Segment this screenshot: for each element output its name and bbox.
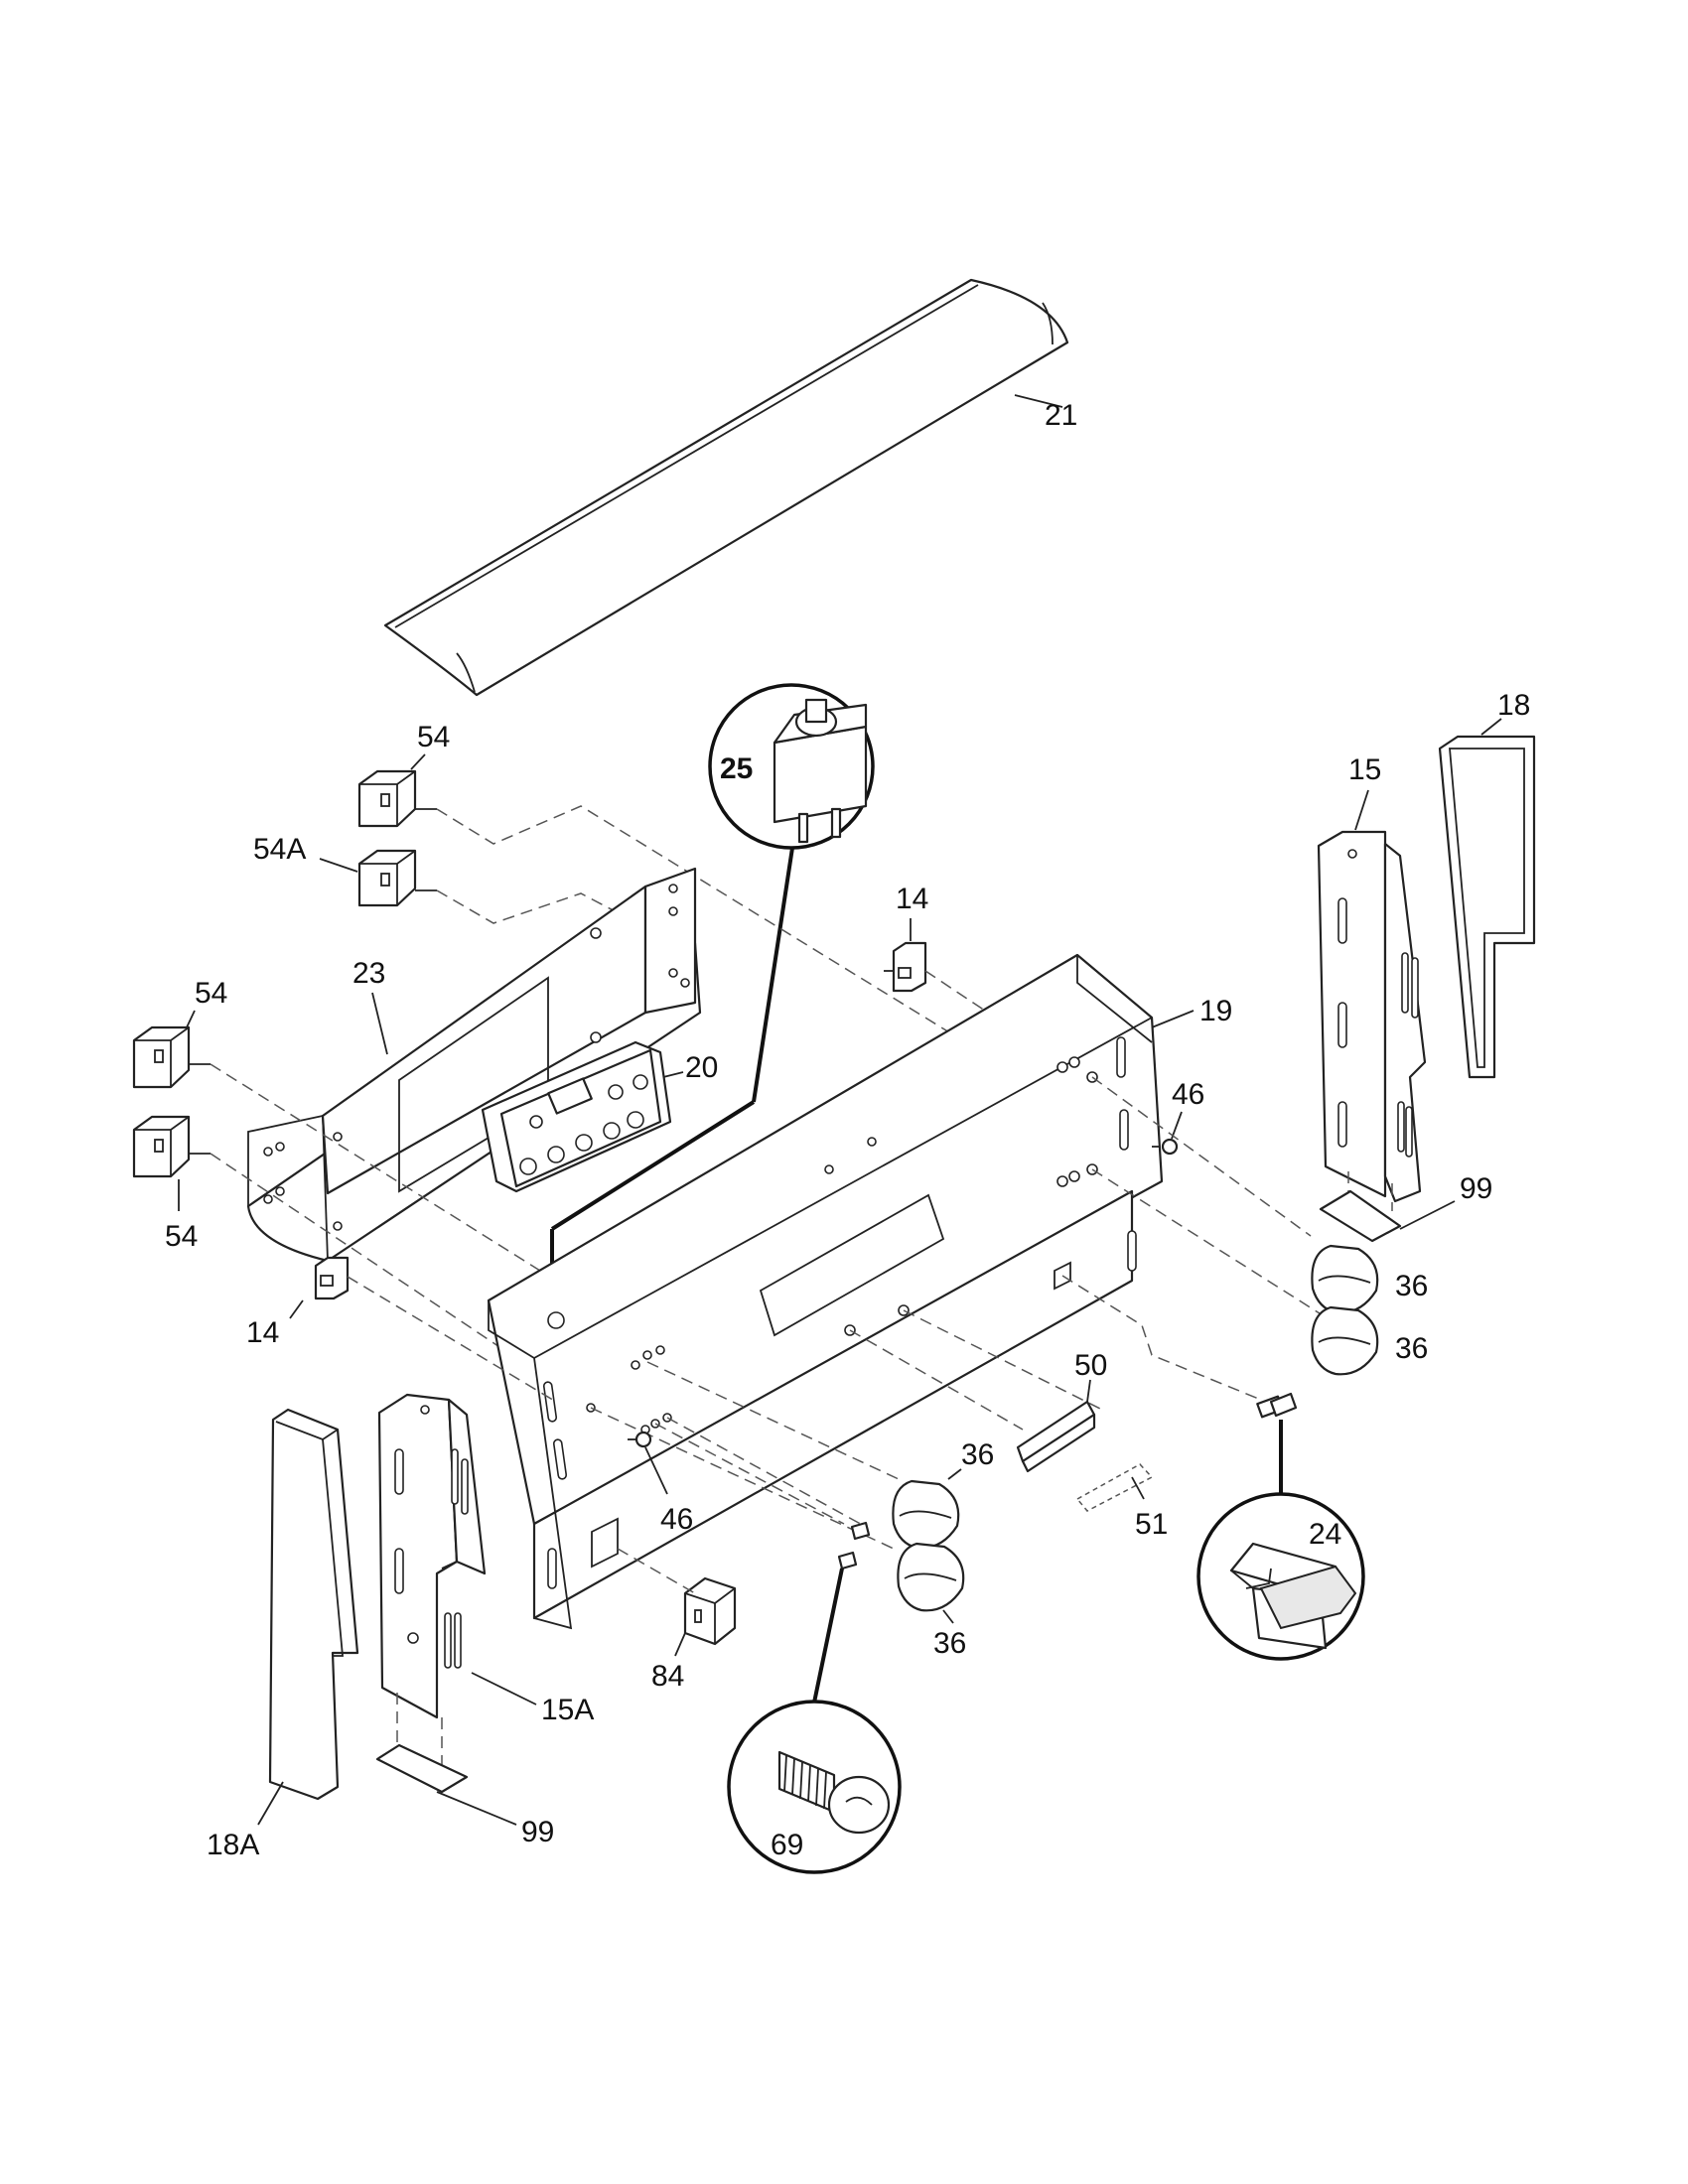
callout-54-mid: 54 [195, 977, 227, 1010]
callout-15A: 15A [541, 1694, 594, 1726]
callout-14-low: 14 [246, 1316, 279, 1349]
part-36-right-knob-lower [1311, 1305, 1379, 1376]
callout-36-center-1: 36 [961, 1438, 994, 1471]
part-46-low-bulb [628, 1431, 668, 1495]
callout-51: 51 [1135, 1508, 1168, 1541]
callout-36-right-2: 36 [1395, 1332, 1428, 1365]
part-46-right-bulb [1152, 1111, 1183, 1156]
part-15-right-bracket [1317, 789, 1427, 1203]
callout-54-low: 54 [165, 1220, 198, 1253]
part-19-backguard [487, 953, 1195, 1630]
callout-46-right: 46 [1172, 1078, 1204, 1111]
part-36-center-knob-lower [897, 1542, 965, 1624]
callout-25: 25 [720, 752, 753, 785]
part-69-zoom-screw [727, 1700, 902, 1874]
part-54A-switch [319, 849, 437, 907]
callout-21: 21 [1045, 399, 1077, 432]
callout-23: 23 [352, 957, 385, 990]
part-14-low-switch [289, 1256, 350, 1319]
callout-46-low: 46 [660, 1503, 693, 1536]
callout-54-top: 54 [417, 721, 450, 753]
part-99-low-plate [375, 1693, 517, 1826]
callout-14-top: 14 [896, 883, 928, 915]
part-14-top-switch [884, 918, 927, 993]
part-21-top-trim [383, 278, 1069, 697]
callout-36-right-1: 36 [1395, 1270, 1428, 1302]
callout-19: 19 [1199, 995, 1232, 1027]
callout-54A: 54A [253, 833, 306, 866]
part-24-rocker-switch [1196, 1392, 1365, 1661]
part-18A-left-side-trim [257, 1408, 359, 1826]
part-84-outlet [674, 1576, 737, 1657]
callout-18A: 18A [207, 1829, 259, 1861]
part-15A-left-bracket [377, 1393, 537, 1719]
part-69-screws [812, 1521, 871, 1704]
callout-84: 84 [651, 1660, 684, 1693]
callout-18: 18 [1497, 689, 1530, 722]
callout-15: 15 [1348, 753, 1381, 786]
part-23-mount-panel [246, 867, 702, 1263]
callout-69: 69 [771, 1829, 803, 1861]
part-99-right-plate [1319, 1171, 1456, 1243]
part-54-low-switch [132, 1115, 211, 1211]
callout-20: 20 [685, 1051, 718, 1084]
callout-24: 24 [1309, 1518, 1341, 1551]
part-25-zoom-circle [550, 683, 875, 1320]
part-54-top-switch [357, 753, 437, 828]
part-54-mid-switch [132, 1010, 211, 1089]
callout-50: 50 [1074, 1349, 1107, 1382]
callout-99-right: 99 [1460, 1172, 1492, 1205]
part-50-lens [1016, 1379, 1096, 1473]
callout-99-low: 99 [521, 1816, 554, 1848]
part-51-label [1075, 1463, 1154, 1512]
part-36-center-knob-upper [892, 1468, 962, 1550]
part-20-control-board [481, 1040, 684, 1193]
callout-36-center-2: 36 [933, 1627, 966, 1660]
part-36-right-knob-upper [1311, 1244, 1379, 1314]
part-18-right-side-trim [1438, 718, 1536, 1079]
